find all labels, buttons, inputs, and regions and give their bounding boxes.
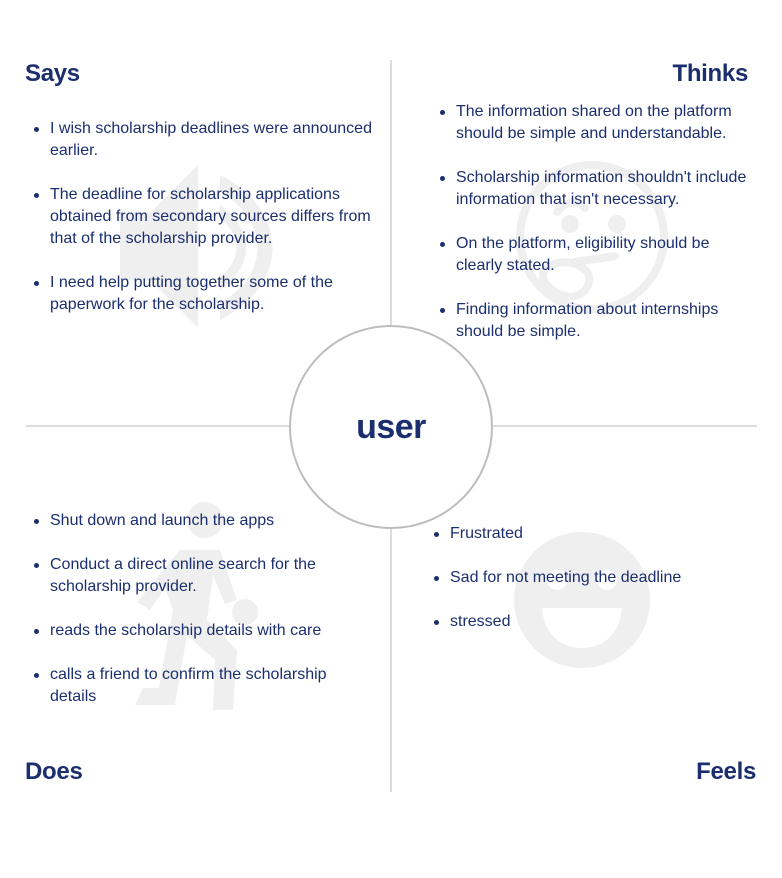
feels-item: Sad for not meeting the deadline	[434, 567, 734, 589]
says-list: I wish scholarship deadlines were announ…	[34, 118, 390, 338]
thinks-item: The information shared on the platform s…	[440, 101, 760, 145]
does-item: Shut down and launch the apps	[34, 510, 354, 532]
thinks-item: Finding information about internships sh…	[440, 299, 760, 343]
says-item: I need help putting together some of the…	[34, 272, 390, 316]
center-label: user	[356, 407, 426, 446]
says-item: I wish scholarship deadlines were announ…	[34, 118, 390, 162]
feels-item: Frustrated	[434, 523, 734, 545]
does-heading: Does	[25, 758, 83, 785]
divider-horizontal-left	[26, 425, 290, 427]
thinks-item: On the platform, eligibility should be c…	[440, 233, 760, 277]
feels-heading: Feels	[696, 758, 756, 785]
feels-item: stressed	[434, 611, 734, 633]
thinks-heading: Thinks	[672, 60, 748, 87]
thinks-item: Scholarship information shouldn't includ…	[440, 167, 760, 211]
thinking-face-icon	[516, 161, 668, 313]
divider-vertical-bottom	[390, 527, 392, 792]
does-item: calls a friend to confirm the scholarshi…	[34, 664, 354, 708]
does-list: Shut down and launch the apps Conduct a …	[34, 510, 354, 730]
says-heading: Says	[25, 60, 80, 87]
smiling-face-icon	[514, 532, 650, 668]
walking-person-icon	[135, 502, 258, 710]
center-user-circle: user	[289, 325, 493, 529]
thinks-list: The information shared on the platform s…	[440, 101, 760, 365]
divider-horizontal-right	[492, 425, 757, 427]
feels-list: Frustrated Sad for not meeting the deadl…	[434, 523, 734, 655]
divider-vertical-top	[390, 60, 392, 325]
does-item: reads the scholarship details with care	[34, 620, 354, 642]
speaker-icon	[120, 165, 273, 328]
says-item: The deadline for scholarship application…	[34, 184, 390, 250]
does-item: Conduct a direct online search for the s…	[34, 554, 354, 598]
